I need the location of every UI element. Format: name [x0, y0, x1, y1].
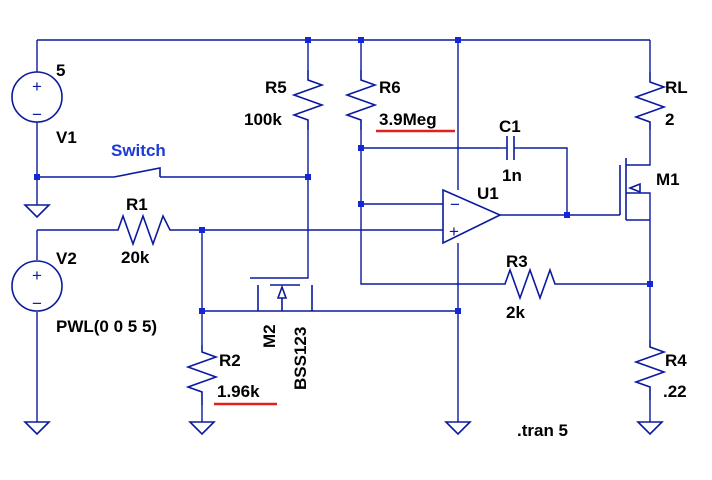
ground-symbol: [23, 204, 51, 219]
rl-resistor[interactable]: [633, 72, 667, 130]
tran-directive: .tran 5: [517, 421, 568, 440]
switch-blade: [110, 167, 161, 178]
v1-value-label: 5: [56, 61, 65, 80]
junction-node: [305, 37, 311, 43]
junctions: [34, 37, 653, 314]
ground-symbol: [444, 421, 472, 436]
m1-arrow: [627, 182, 641, 194]
grounds: [23, 204, 664, 436]
c1-name-label: C1: [499, 117, 521, 136]
r3-value-label: 2k: [506, 303, 525, 322]
rl-value-label: 2: [665, 110, 674, 129]
junction-node: [647, 281, 653, 287]
r6-name-label: R6: [379, 78, 401, 97]
junction-node: [564, 212, 570, 218]
r5-name-label: R5: [265, 78, 287, 97]
r4-resistor[interactable]: [633, 340, 667, 400]
r2-resistor[interactable]: [185, 345, 219, 405]
m2-mosfet[interactable]: [250, 277, 313, 311]
switch-label: Switch: [111, 141, 166, 160]
ground-symbol: [636, 421, 664, 436]
junction-node: [358, 37, 364, 43]
r2-value-label: 1.96k: [217, 382, 260, 401]
highlights: [214, 129, 455, 406]
opamp-minus-sign: −: [450, 195, 460, 214]
junction-node: [305, 174, 311, 180]
junction-node: [199, 308, 205, 314]
junction-node: [358, 145, 364, 151]
v2-circle: [11, 260, 63, 312]
labels: 5 V1 V2 PWL(0 0 5 5) Switch R1 20k R5 10…: [56, 61, 688, 440]
r4-name-label: R4: [665, 351, 687, 370]
junction-node: [34, 174, 40, 180]
r5-bottom-wire: [300, 130, 309, 279]
m1-drain-wire: [626, 130, 651, 166]
u1-name-label: U1: [477, 184, 499, 203]
r1-name-label: R1: [126, 195, 148, 214]
r6-value-label: 3.9Meg: [379, 110, 437, 129]
resistors: [110, 70, 667, 405]
m2-arrow: [276, 284, 288, 299]
ground-symbol: [188, 421, 216, 436]
v2-minus-sign: −: [32, 294, 42, 313]
junction-node: [455, 37, 461, 43]
opamp-triangle: [442, 188, 502, 245]
v1-plus-sign: +: [32, 77, 42, 96]
r1-value-label: 20k: [121, 248, 150, 267]
m2-name-label: M2: [260, 324, 279, 348]
opamp-plus-sign: +: [449, 222, 459, 241]
junction-node: [358, 201, 364, 207]
r5-resistor[interactable]: [291, 70, 325, 130]
v2-source[interactable]: + −: [11, 260, 63, 313]
r6-node-wire: [360, 130, 500, 285]
ground-symbol: [23, 421, 51, 436]
r6-resistor[interactable]: [344, 70, 378, 130]
r4-value-label: .22: [663, 382, 687, 401]
r3-resistor[interactable]: [500, 267, 560, 301]
r1-resistor[interactable]: [110, 213, 180, 247]
m1-name-label: M1: [656, 170, 680, 189]
c1-value-label: 1n: [502, 166, 522, 185]
v2-plus-sign: +: [32, 266, 42, 285]
c1-right-wire: [520, 147, 568, 215]
wires: [36, 39, 651, 422]
v2-name-label: V2: [56, 249, 77, 268]
r3-name-label: R3: [506, 252, 528, 271]
rl-name-label: RL: [665, 78, 688, 97]
v1-minus-sign: −: [32, 105, 42, 124]
junction-node: [199, 227, 205, 233]
v2-value-label: PWL(0 0 5 5): [56, 317, 157, 336]
r2-name-label: R2: [219, 351, 241, 370]
c1-capacitor[interactable]: [500, 136, 520, 160]
m2-model-label: BSS123: [291, 327, 310, 390]
r5-value-label: 100k: [244, 110, 282, 129]
junction-node: [455, 308, 461, 314]
v1-source[interactable]: + −: [11, 71, 63, 124]
u1-opamp[interactable]: − +: [442, 188, 502, 245]
v1-name-label: V1: [56, 128, 77, 147]
switch[interactable]: [110, 167, 161, 178]
m1-mosfet[interactable]: [619, 158, 650, 221]
m1-source-wire: [626, 192, 651, 340]
v1-circle: [11, 71, 63, 123]
